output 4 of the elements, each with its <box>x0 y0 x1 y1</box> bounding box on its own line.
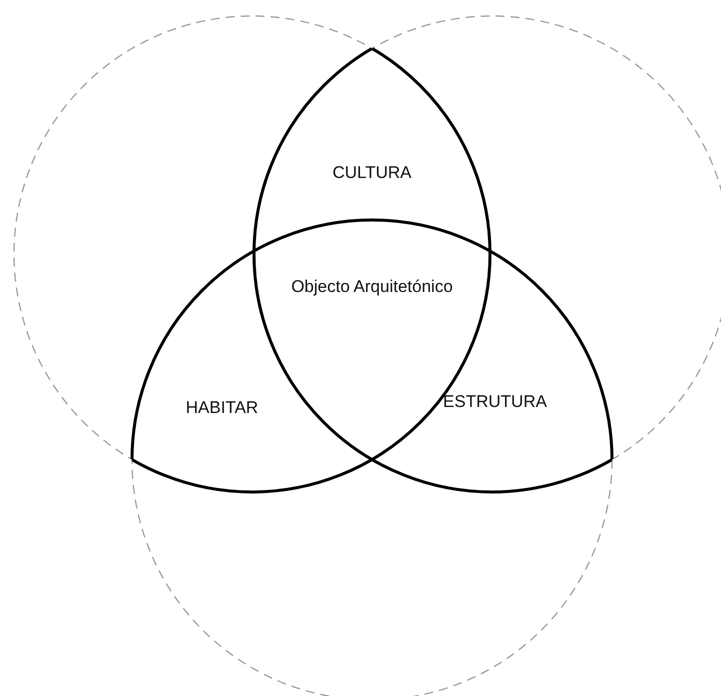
region-label: HABITAR <box>162 397 282 419</box>
region-label: Objecto Arquitetónico <box>287 276 457 298</box>
region-label: CULTURA <box>312 162 432 184</box>
region-label: ESTRUTURA <box>425 391 565 413</box>
